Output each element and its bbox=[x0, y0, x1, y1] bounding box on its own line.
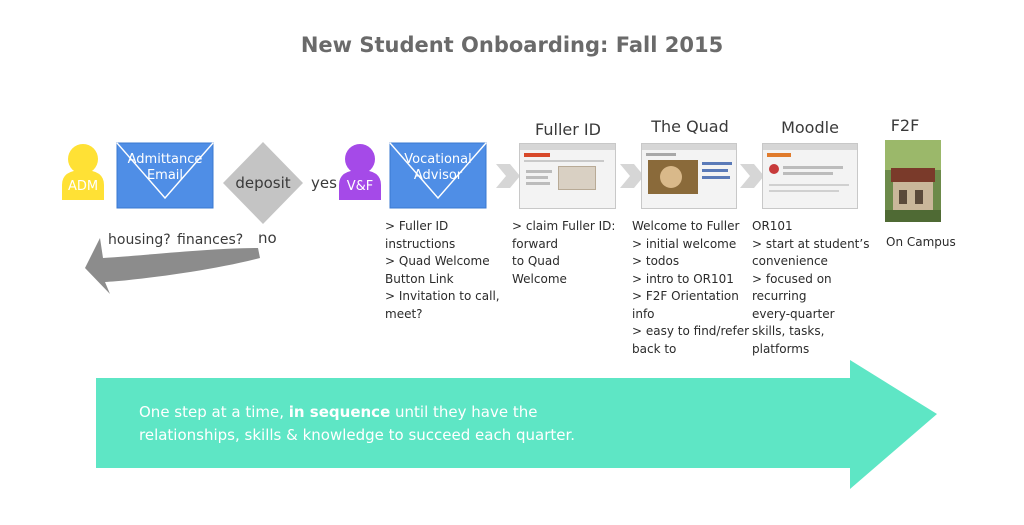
chevron-arrow-icon bbox=[620, 164, 644, 188]
list-item: Welcome to Fuller bbox=[632, 219, 740, 233]
admittance-email-label: Admittance Email bbox=[127, 152, 203, 183]
step-title-f2f: F2F bbox=[890, 116, 920, 135]
f2f-note: On Campus bbox=[886, 235, 956, 249]
deposit-decision-diamond bbox=[223, 142, 303, 224]
decision-no-label: no bbox=[258, 229, 277, 247]
banner-line-1-post: until they have the bbox=[390, 403, 538, 421]
fuller-id-screenshot bbox=[519, 143, 616, 209]
list-item: Welcome bbox=[512, 271, 567, 286]
list-item: platforms bbox=[752, 341, 810, 356]
step-title-moodle: Moodle bbox=[781, 118, 839, 137]
list-item: > claim Fuller ID: bbox=[512, 219, 616, 233]
banner-line-1: One step at a time, in sequence until th… bbox=[139, 401, 537, 423]
fuller-id-notes: > claim Fuller ID: forward to Quad Welco… bbox=[512, 218, 615, 288]
list-item: back to bbox=[632, 341, 677, 356]
page-title: New Student Onboarding: Fall 2015 bbox=[300, 33, 724, 57]
list-item: > Quad Welcome bbox=[385, 254, 490, 268]
vf-person-icon bbox=[339, 144, 381, 200]
banner-arrow bbox=[96, 360, 937, 489]
housing-concern: housing? bbox=[108, 232, 171, 248]
list-item: > focused on bbox=[752, 271, 832, 286]
list-item: > Invitation to call, bbox=[385, 289, 500, 303]
admittance-email-envelope-icon bbox=[116, 142, 214, 209]
list-item: > initial welcome bbox=[632, 236, 737, 251]
list-item: meet? bbox=[385, 306, 423, 321]
advisor-notes: > Fuller ID instructions > Quad Welcome … bbox=[385, 218, 500, 323]
moodle-notes: OR101 > start at student’s convenience >… bbox=[752, 218, 869, 358]
list-item: convenience bbox=[752, 254, 828, 268]
list-item: to Quad bbox=[512, 254, 560, 268]
deposit-label: deposit bbox=[235, 174, 291, 192]
list-item: Button Link bbox=[385, 271, 454, 286]
list-item: > easy to find/refer bbox=[632, 324, 750, 338]
list-item: skills, tasks, bbox=[752, 324, 825, 338]
loop-back-arrow bbox=[85, 238, 260, 294]
chevron-arrow-icon bbox=[496, 164, 520, 188]
banner-line-1-bold: in sequence bbox=[288, 403, 391, 421]
list-item: > start at student’s bbox=[752, 236, 870, 251]
banner-line-2: relationships, skills & knowledge to suc… bbox=[139, 426, 576, 444]
list-item: > intro to OR101 bbox=[632, 271, 734, 286]
moodle-screenshot bbox=[762, 143, 858, 209]
vocational-advisor-label: Vocational Advisor bbox=[404, 152, 472, 183]
list-item: recurring bbox=[752, 289, 807, 303]
list-item: > Fuller ID bbox=[385, 219, 449, 233]
list-item: every-quarter bbox=[752, 306, 835, 321]
finances-concern: finances? bbox=[177, 232, 244, 248]
campus-photo bbox=[885, 140, 941, 222]
chevron-arrow-icon bbox=[740, 164, 764, 188]
list-item: info bbox=[632, 306, 655, 321]
decision-yes-label: yes bbox=[311, 174, 337, 192]
list-item: forward bbox=[512, 236, 559, 251]
vf-label: V&F bbox=[346, 179, 374, 194]
adm-label: ADM bbox=[67, 179, 99, 194]
banner-line-1-pre: One step at a time, bbox=[139, 403, 289, 421]
quad-screenshot bbox=[641, 143, 737, 209]
vocational-advisor-envelope-icon bbox=[389, 142, 487, 209]
list-item: > F2F Orientation bbox=[632, 289, 739, 303]
list-item: OR101 bbox=[752, 219, 793, 233]
quad-notes: Welcome to Fuller > initial welcome > to… bbox=[632, 218, 749, 358]
step-title-fuller-id: Fuller ID bbox=[535, 120, 601, 139]
list-item: > todos bbox=[632, 254, 680, 268]
list-item: instructions bbox=[385, 236, 456, 251]
step-title-quad: The Quad bbox=[651, 117, 729, 136]
adm-person-icon bbox=[62, 144, 104, 200]
